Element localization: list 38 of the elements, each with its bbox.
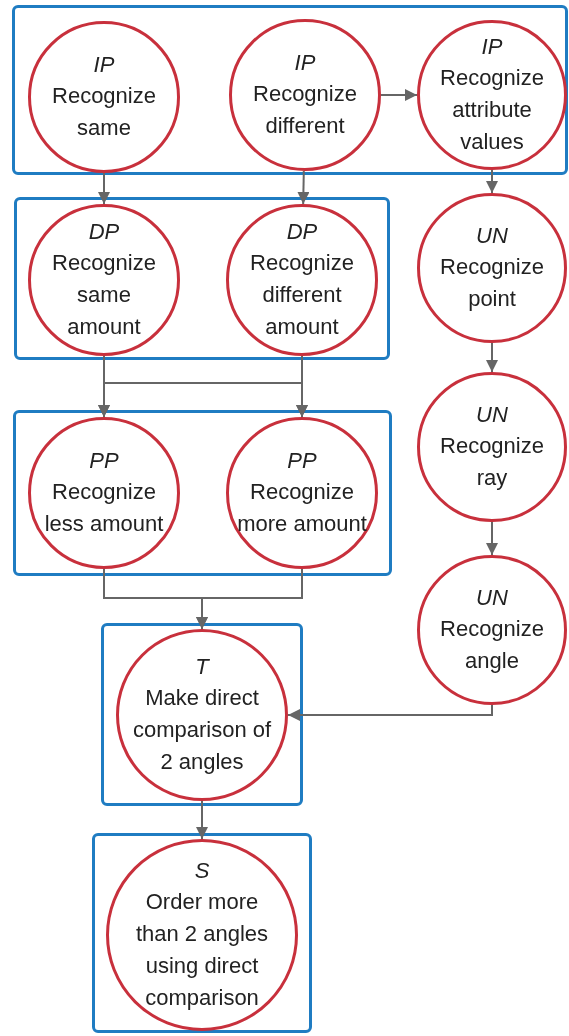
skill-text: Recognize same — [51, 82, 157, 142]
arrow — [486, 521, 498, 556]
level-code: UN — [476, 401, 508, 429]
group-frame — [101, 623, 303, 806]
arrow — [486, 342, 498, 373]
level-code: UN — [476, 584, 508, 612]
skill-text: Recognize more amount — [236, 478, 368, 538]
skill-text: Recognize less amount — [43, 478, 165, 538]
group-frame — [14, 197, 390, 360]
group-frame — [13, 410, 392, 576]
level-code: IP — [294, 49, 316, 77]
level-code: UN — [476, 222, 508, 250]
level-code: T — [195, 653, 209, 681]
level-code: PP — [287, 447, 317, 475]
level-code: IP — [481, 33, 503, 61]
group-frame — [92, 833, 312, 1033]
arrow — [380, 89, 418, 101]
arrow — [196, 800, 208, 840]
skill-text: Order more than 2 angles using direct comparison — [134, 888, 270, 1012]
level-code: PP — [89, 447, 119, 475]
skill-text: Recognize ray — [439, 432, 545, 492]
level-code: S — [194, 857, 210, 885]
arrow — [297, 170, 310, 205]
skill-text: Recognize different amount — [249, 249, 355, 341]
skill-text: Recognize attribute values — [439, 64, 545, 156]
skill-text: Make direct comparison of 2 angles — [131, 684, 273, 776]
level-code: DP — [286, 218, 318, 246]
arrow — [98, 172, 110, 205]
skill-text: Recognize same amount — [51, 249, 157, 341]
skill-text: Recognize angle — [439, 615, 545, 675]
level-code: DP — [88, 218, 120, 246]
skill-text: Recognize different — [252, 80, 358, 140]
level-code: IP — [93, 51, 115, 79]
arrow — [287, 704, 493, 721]
arrow — [196, 568, 303, 630]
skill-text: Recognize point — [439, 253, 545, 313]
group-frame — [12, 5, 568, 175]
arrow — [486, 169, 498, 194]
